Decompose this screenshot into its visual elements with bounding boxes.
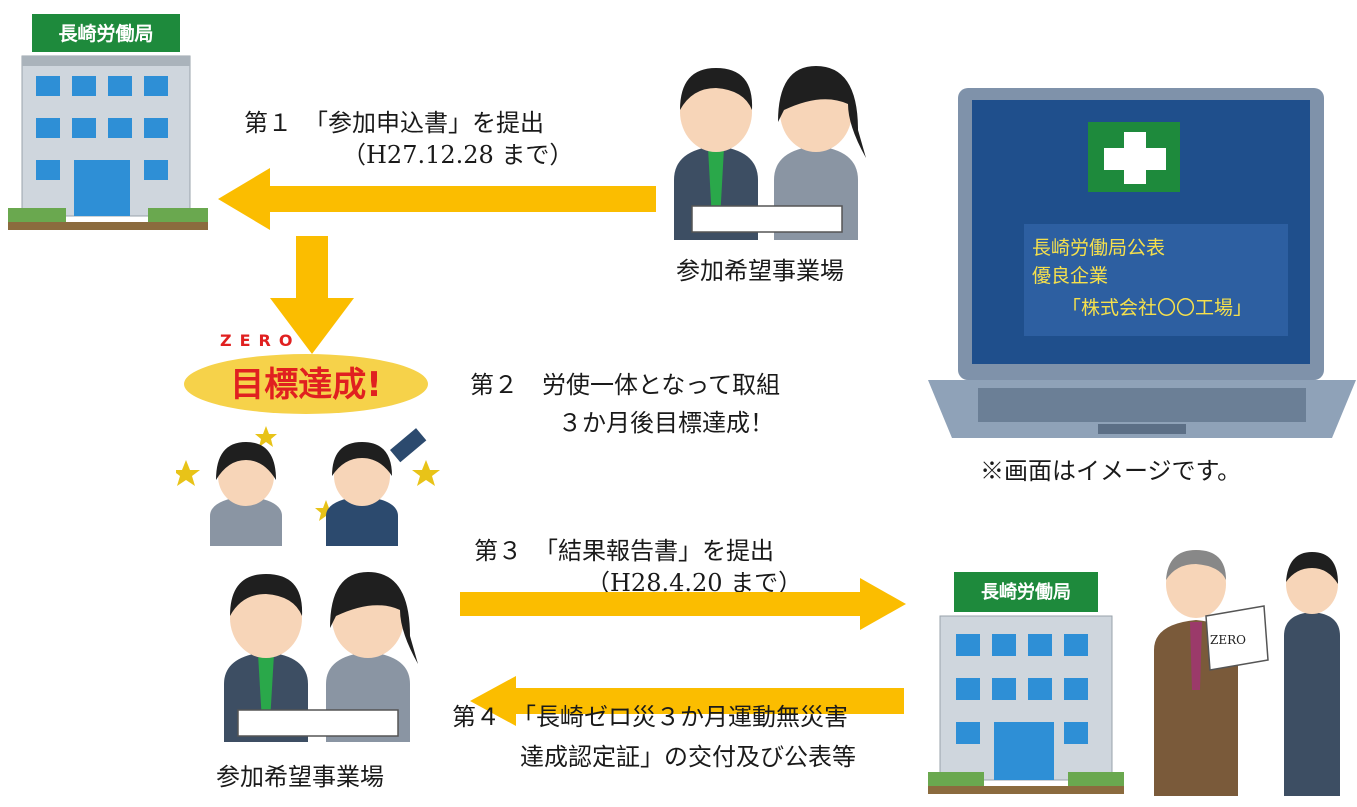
document-icon: [691, 205, 843, 233]
certificate-text: ZERO: [1210, 633, 1246, 647]
step4-detail: 達成認定証」の交付及び公表等: [520, 743, 856, 771]
step1-deadline: （H27.12.28 まで）: [342, 141, 574, 169]
office-sign: [32, 14, 180, 52]
participant-label-bottom: 参加希望事業場: [216, 763, 384, 791]
office-sign-text: 長崎労働局: [981, 581, 1071, 603]
screen-line3: 「株式会社〇〇工場」: [1062, 297, 1252, 319]
labor-office-building-top: 長崎労働局: [8, 14, 208, 230]
banner-zero: ZERO: [220, 331, 300, 350]
officials-certificate: ZERO: [1154, 550, 1340, 796]
official-man: [1154, 550, 1238, 796]
participants-bottom: [224, 572, 418, 742]
screen-note: ※画面はイメージです。: [980, 457, 1242, 485]
recipient-man: [1284, 552, 1340, 796]
celebrating-workers: [176, 426, 440, 546]
goal-achieved-banner: ZERO 目標達成!: [184, 331, 428, 414]
labor-office-building-bottom: 長崎労働局: [928, 572, 1124, 794]
banner-text: 目標達成!: [230, 365, 382, 405]
celebrating-woman: [210, 442, 282, 546]
laptop-icon: 長崎労働局公表 優良企業 「株式会社〇〇工場」: [928, 88, 1356, 438]
screen-line1: 長崎労働局公表: [1032, 237, 1165, 259]
celebrating-man: [326, 428, 427, 546]
arrow-step1: [218, 168, 656, 230]
step4-title: 第４ 「長崎ゼロ災３か月運動無災害: [452, 703, 848, 731]
certificate-icon: ZERO: [1205, 605, 1269, 671]
step3-title: 第３ 「結果報告書」を提出: [474, 537, 774, 565]
screen-line2: 優良企業: [1032, 265, 1108, 287]
document-icon: [237, 709, 399, 737]
participant-label-top: 参加希望事業場: [676, 257, 844, 285]
step2-result: ３か月後目標達成！: [558, 409, 774, 437]
arrow-step3: [460, 578, 906, 630]
office-sign-text: 長崎労働局: [58, 22, 153, 45]
step1-title: 第１ 「参加申込書」を提出: [244, 109, 544, 137]
arrow-down: [270, 236, 354, 354]
step2-title: 第２ 労使一体となって取組: [470, 371, 781, 399]
participants-top: [674, 66, 866, 240]
arrow-step4: [470, 676, 904, 726]
